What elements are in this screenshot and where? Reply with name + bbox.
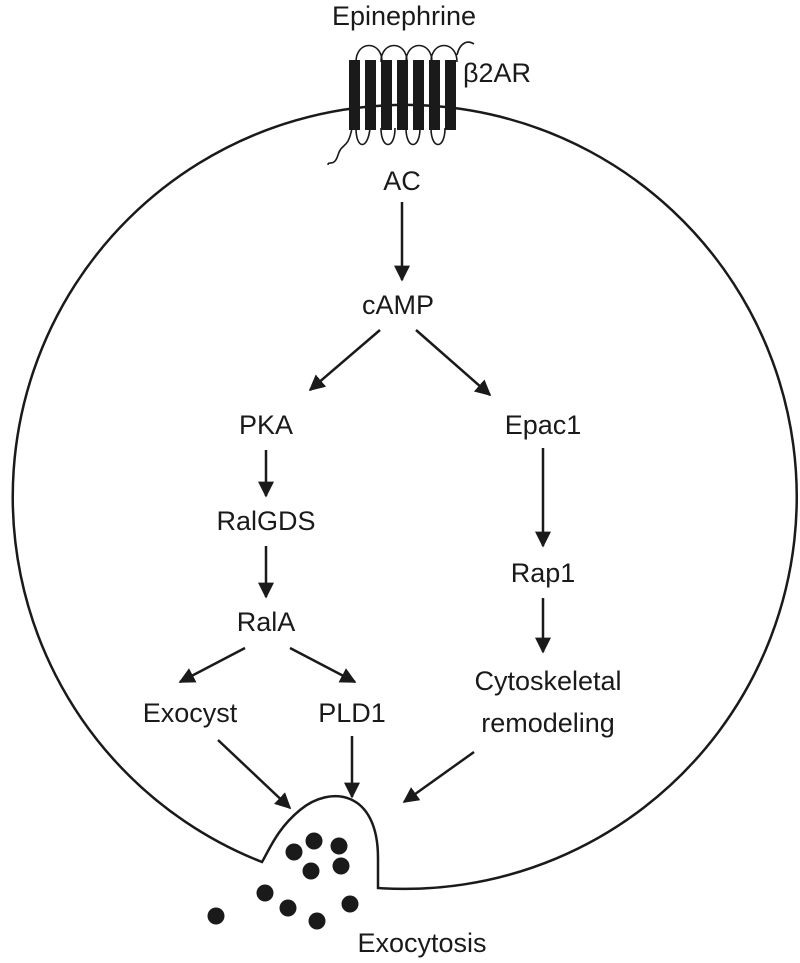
arrow-exocyst-vesicle <box>217 739 292 810</box>
node-exocyst: Exocyst <box>143 698 238 728</box>
arrow-camp-epac1 <box>415 329 492 397</box>
released-granules <box>207 884 359 930</box>
pathway-arrows <box>178 202 551 810</box>
node-epac1: Epac1 <box>505 410 582 440</box>
node-ac: AC <box>383 166 421 196</box>
node-camp: cAMP <box>362 290 434 320</box>
node-rala: RalA <box>237 607 296 637</box>
node-cytoskeletal-line2: remodeling <box>481 708 615 738</box>
node-exocytosis: Exocytosis <box>357 928 486 958</box>
node-rap1: Rap1 <box>511 558 576 588</box>
receptor-loops <box>327 41 475 166</box>
arrow-camp-pka <box>308 329 381 392</box>
node-pka: PKA <box>239 410 293 440</box>
arrow-rala-pld1 <box>289 646 357 684</box>
secretory-granules <box>285 832 350 880</box>
node-cytoskeletal-line1: Cytoskeletal <box>474 666 621 696</box>
b2ar-receptor <box>349 60 456 130</box>
ligand-label: Epinephrine <box>332 1 476 31</box>
node-ralgds: RalGDS <box>216 506 315 536</box>
receptor-label: β2AR <box>463 58 531 88</box>
cell-membrane <box>11 103 798 891</box>
node-pld1: PLD1 <box>318 698 386 728</box>
arrow-rala-exocyst <box>178 646 246 684</box>
arrow-cytoskeletal-vesicle <box>402 750 475 804</box>
